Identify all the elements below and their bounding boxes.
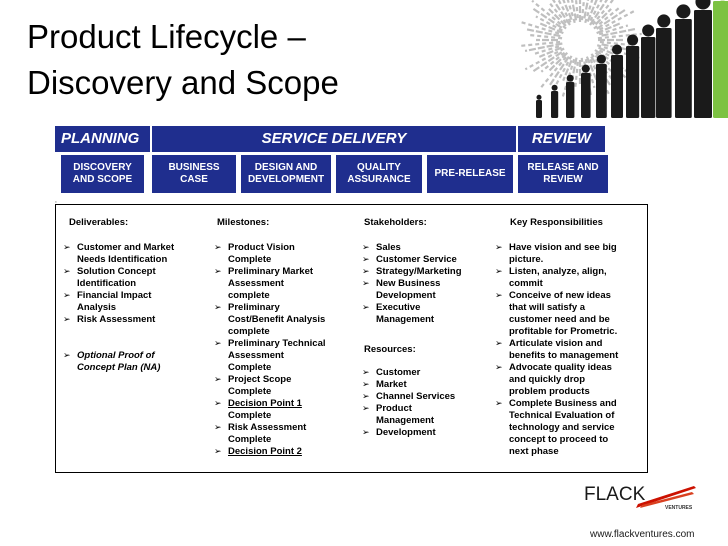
resources-heading: Resources: <box>364 344 416 355</box>
sunburst-graphic <box>518 0 642 102</box>
list-item: Development <box>362 427 502 439</box>
person-figure-icon <box>596 54 607 118</box>
person-figure-icon <box>581 64 591 118</box>
milestones-heading: Milestones: <box>217 217 270 228</box>
stage-pre-release: PRE-RELEASE <box>427 155 513 193</box>
people-growth-illustration <box>518 0 728 118</box>
phase-planning: PLANNING <box>55 126 150 152</box>
list-item: Risk Assessment <box>63 314 203 326</box>
list-item: Customer Service <box>362 254 502 266</box>
deliverables-heading: Deliverables: <box>69 217 129 228</box>
list-item: Strategy/Marketing <box>362 266 502 278</box>
stakeholders-column: Stakeholders: Sales Customer Service Str… <box>362 217 502 439</box>
person-figure-icon <box>536 94 542 118</box>
person-figure-icon <box>641 24 656 118</box>
person-figure-icon <box>656 14 672 118</box>
divider-mark: ‚ <box>55 195 57 204</box>
resources-list: Customer Market Channel Services Product… <box>362 367 502 439</box>
stakeholders-heading: Stakeholders: <box>364 217 427 228</box>
flack-logo: FLACK <box>584 484 646 505</box>
logo-swoosh-icon <box>636 486 696 508</box>
key-responsibilities-column: Key Responsibilities Have vision and see… <box>495 217 645 458</box>
key-responsibilities-heading: Key Responsibilities <box>510 217 603 228</box>
website-url[interactable]: www.flackventures.com <box>590 529 695 540</box>
stakeholders-list: Sales Customer Service Strategy/Marketin… <box>362 242 502 326</box>
list-item: Market <box>362 379 502 391</box>
people-figures <box>536 0 728 118</box>
person-figure-icon <box>566 74 575 118</box>
person-figure-icon <box>694 0 712 118</box>
list-item: Sales <box>362 242 502 254</box>
list-item: Decision Point 2 <box>214 446 354 458</box>
logo-subtitle: VENTURES <box>665 505 693 511</box>
person-figure-icon <box>626 34 640 118</box>
list-item: Channel Services <box>362 391 502 403</box>
phase-service-delivery: SERVICE DELIVERY <box>152 126 516 152</box>
title-line-2: Discovery and Scope <box>27 64 339 101</box>
person-figure-icon <box>713 0 728 118</box>
list-item: Customer <box>362 367 502 379</box>
person-figure-icon <box>675 4 692 118</box>
person-figure-icon <box>611 44 623 118</box>
person-figure-icon <box>551 84 559 118</box>
list-item: Listen, analyze, align,commit <box>495 266 645 290</box>
page-title: Product Lifecycle – Discovery and Scope <box>27 14 339 106</box>
title-line-1: Product Lifecycle – <box>27 18 306 55</box>
phase-review: REVIEW <box>518 126 605 152</box>
